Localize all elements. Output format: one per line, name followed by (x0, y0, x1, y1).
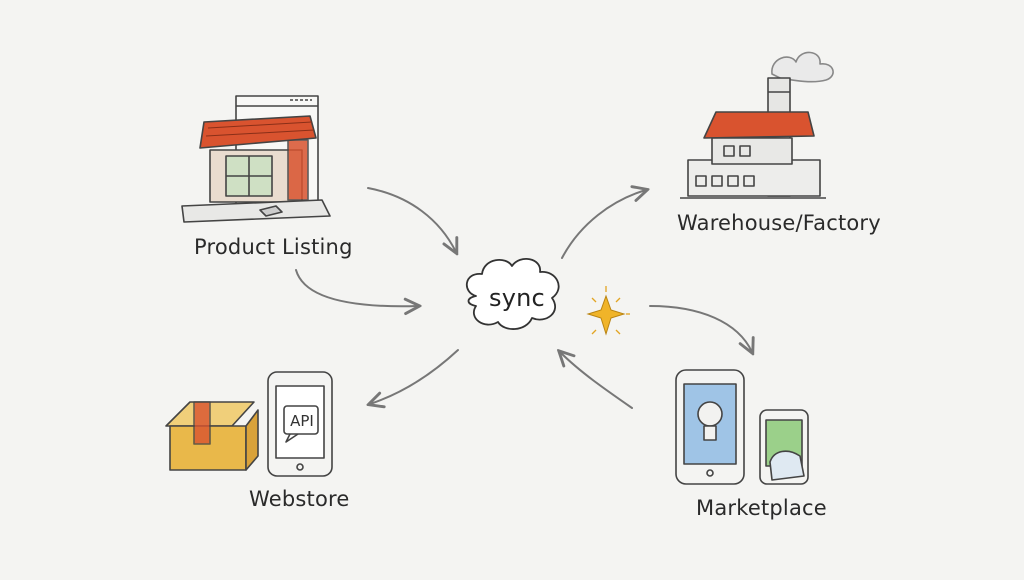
sync-label: sync (489, 284, 545, 312)
marketplace-label: Marketplace (696, 496, 827, 520)
arrow-listing-to-sync-top (367, 187, 456, 252)
arrow-marketplace-to-sync (560, 352, 633, 409)
arrows (295, 187, 752, 409)
tablet-and-phone-icon (675, 369, 809, 485)
phone-screen-text: API (290, 412, 314, 430)
arrow-listing-to-sync-bottom (295, 269, 418, 306)
webstore-label: Webstore (249, 487, 350, 511)
sparkle-icon (586, 286, 630, 336)
factory-icon (680, 51, 834, 199)
storefront-on-laptop-icon (181, 95, 331, 223)
cloud-icon (466, 258, 560, 330)
arrow-sync-to-marketplace (649, 305, 752, 352)
box-and-phone-icon (165, 371, 333, 477)
product-listing-label: Product Listing (194, 235, 353, 259)
arrow-sync-to-webstore (370, 349, 459, 404)
warehouse-factory-label: Warehouse/Factory (677, 211, 881, 235)
arrow-sync-to-warehouse (561, 190, 646, 259)
